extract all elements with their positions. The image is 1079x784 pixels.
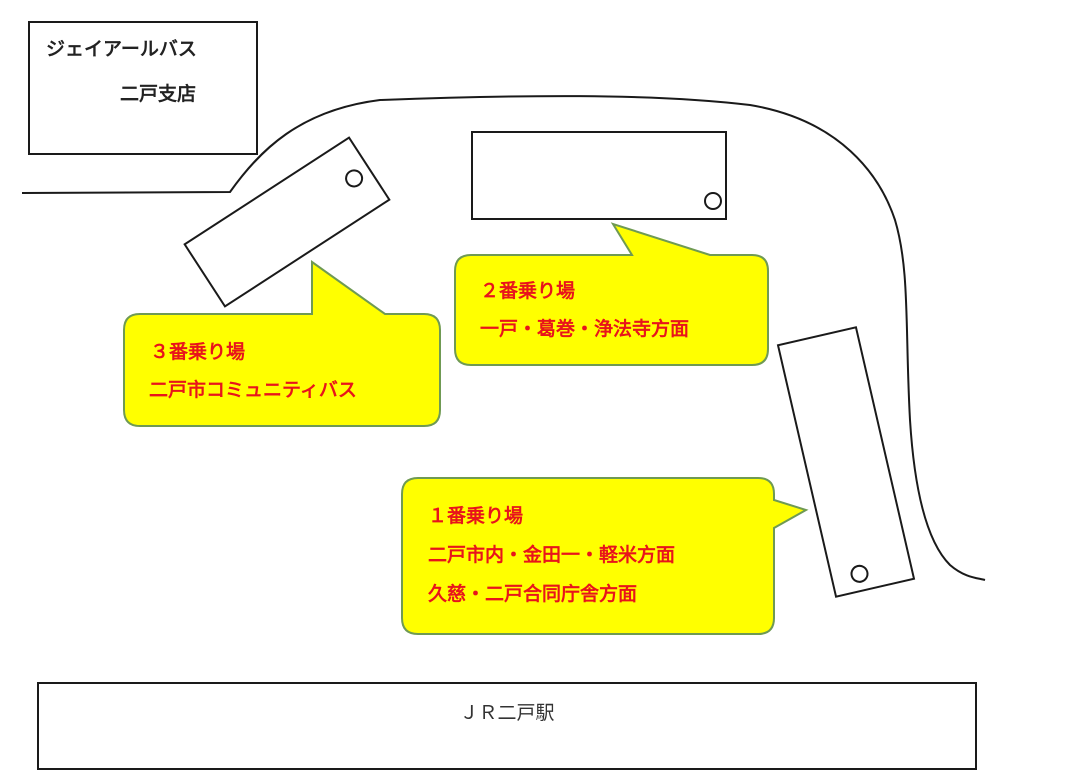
- callout-platform-2: [454, 222, 769, 366]
- bus-platform-1: [776, 326, 916, 598]
- platform-1-destination-1: 二戸市内・金田一・軽米方面: [428, 543, 675, 566]
- branch-office-name: ジェイアールバス: [46, 38, 197, 60]
- bus-3-marker-icon: [345, 169, 364, 188]
- platform-2-destination: 一戸・葛巻・浄法寺方面: [480, 317, 689, 340]
- platform-3-title: ３番乗り場: [150, 341, 245, 363]
- branch-office-box: [28, 21, 258, 155]
- bus-platform-2: [471, 131, 727, 220]
- road-outline: [21, 95, 986, 581]
- bus-platform-3: [183, 136, 391, 308]
- platform-1-title: １番乗り場: [428, 505, 523, 527]
- platform-2-title: ２番乗り場: [480, 280, 575, 302]
- station-box: [37, 682, 977, 770]
- callout-platform-3: [123, 260, 441, 427]
- platform-1-destination-2: 久慈・二戸合同庁舎方面: [428, 582, 637, 605]
- platform-3-destination: 二戸市コミュニティバス: [149, 378, 357, 401]
- branch-office-branch: 二戸支店: [120, 82, 196, 105]
- station-label: ＪＲ二戸駅: [459, 702, 554, 724]
- bus-2-marker-icon: [704, 192, 722, 210]
- callout-platform-1: [401, 477, 809, 635]
- bus-1-marker-icon: [850, 564, 869, 583]
